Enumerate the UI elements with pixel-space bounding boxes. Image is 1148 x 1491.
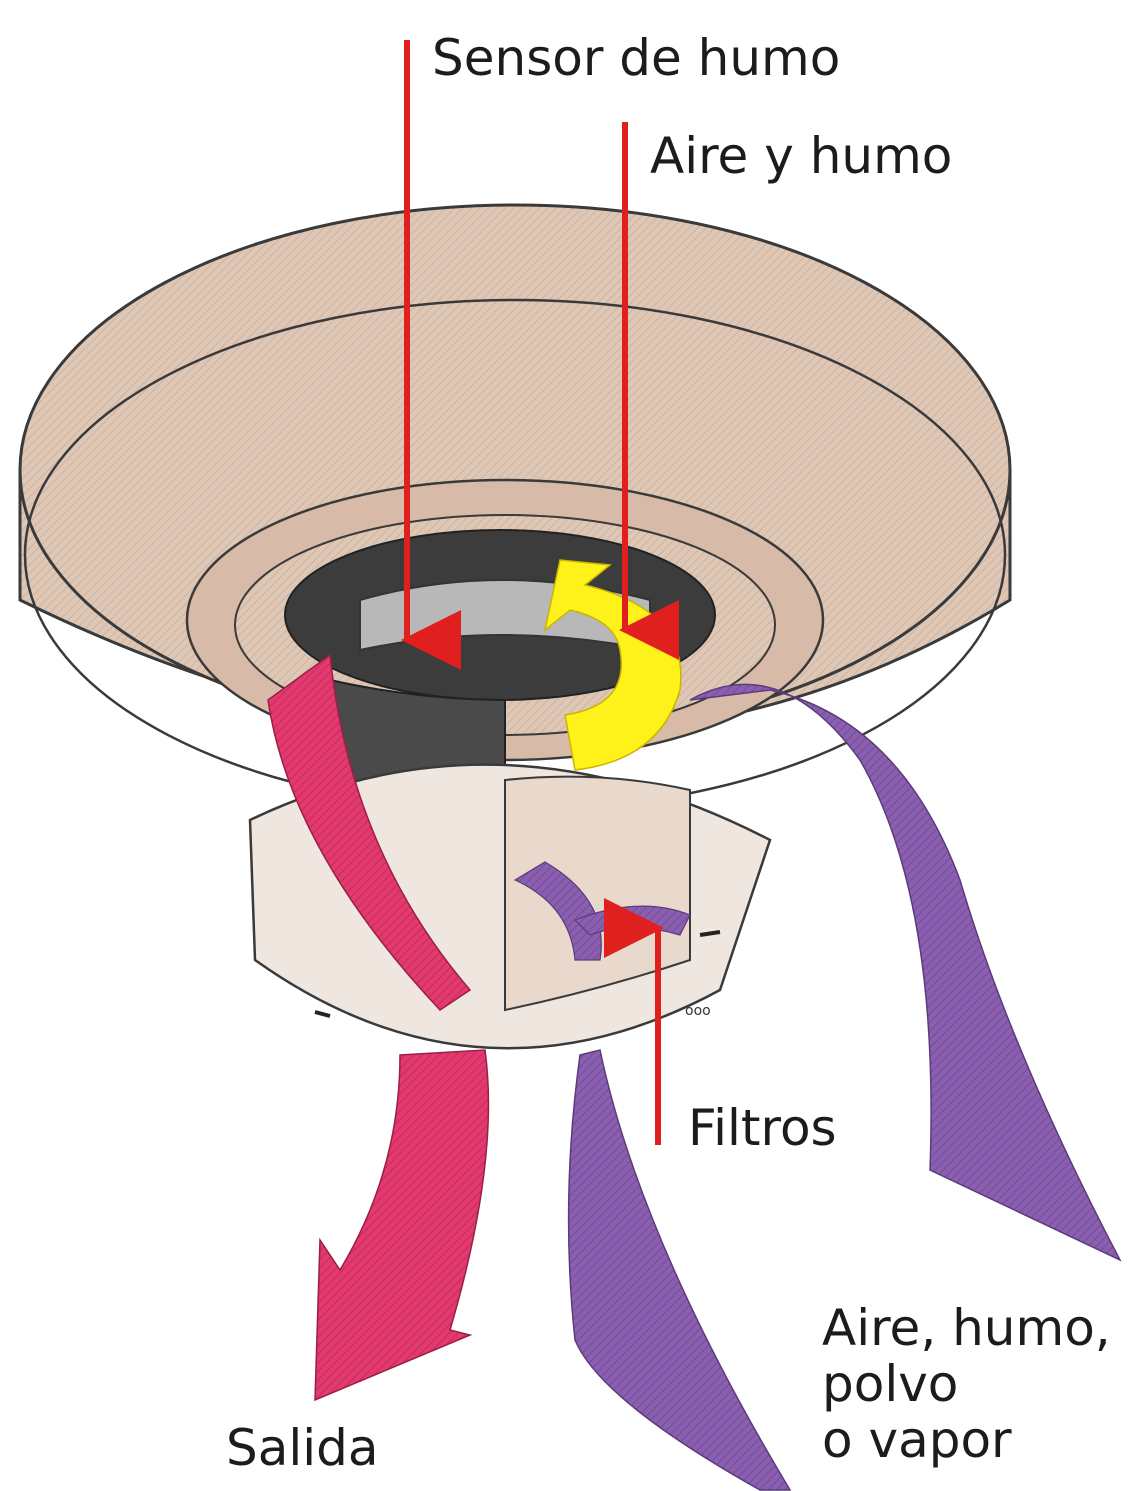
inlet-label: Aire, humo, polvo o vapor <box>822 1300 1111 1468</box>
inlet-label-line3: o vapor <box>822 1412 1111 1468</box>
air-smoke-label: Aire y humo <box>650 128 952 184</box>
filters-label: Filtros <box>688 1100 837 1156</box>
inlet-label-line2: polvo <box>822 1356 1111 1412</box>
inlet-label-line1: Aire, humo, <box>822 1300 1111 1356</box>
exit-label: Salida <box>226 1420 379 1476</box>
svg-text:ooo: ooo <box>685 1003 711 1019</box>
sensor-label: Sensor de humo <box>432 30 840 86</box>
